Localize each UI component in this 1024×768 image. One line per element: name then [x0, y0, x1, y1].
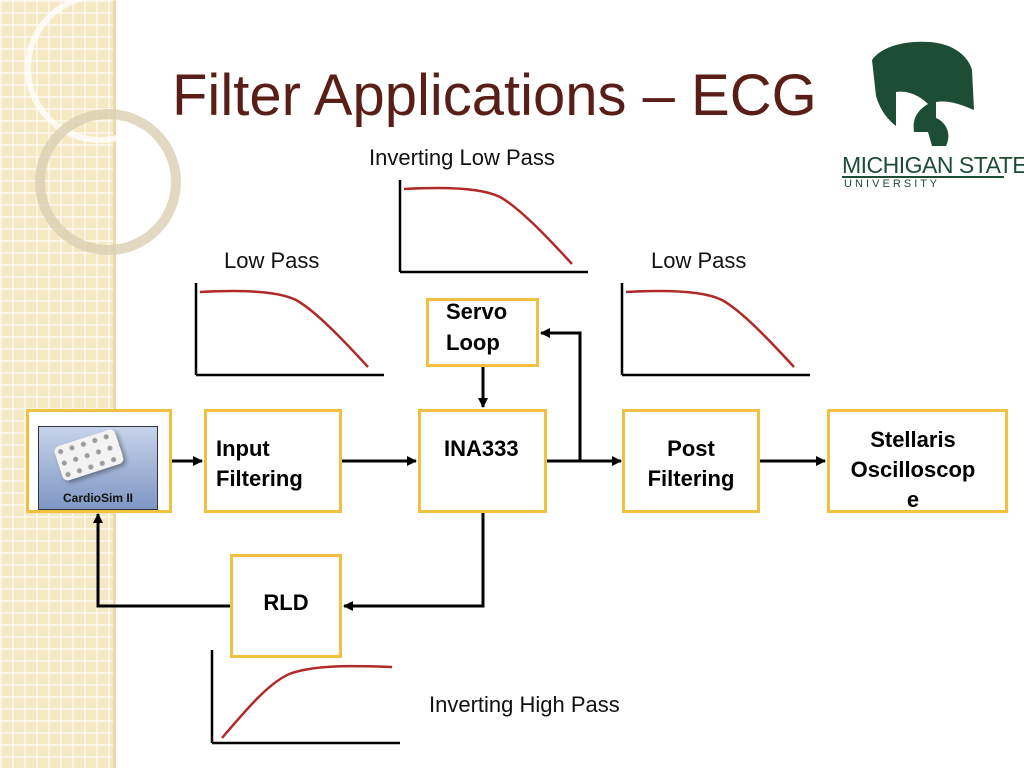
post-filtering-block	[622, 409, 760, 513]
input-filtering-label-line1: Input	[216, 436, 270, 461]
graph-inverting-high-pass	[210, 650, 400, 745]
post-filtering-label-line2: Filtering	[647, 466, 735, 491]
rld-label: RLD	[263, 590, 309, 615]
graph-inverting-low-pass	[398, 180, 588, 274]
ina333-label: INA333	[444, 436, 519, 461]
msu-divider	[842, 176, 1004, 178]
servo-loop-label-line2: Loop	[446, 330, 500, 355]
rld-block	[230, 554, 342, 658]
arrow-ina333-to-rld	[343, 512, 485, 611]
stellaris-label-line3: e	[906, 487, 920, 512]
servo-loop-label-line1: Servo	[446, 299, 508, 324]
msu-university: U N I V E R S I T Y	[844, 178, 937, 190]
label-inverting-high-pass: Inverting High Pass	[429, 692, 620, 717]
msu-spartan-logo	[872, 41, 974, 146]
arrow-output-to-servo	[540, 328, 582, 461]
label-low-pass-right: Low Pass	[651, 248, 747, 273]
arrow-rld-to-cardiosim	[93, 513, 230, 608]
cardiosim-block: CardioSim II	[26, 409, 172, 513]
input-filtering-block	[204, 409, 342, 513]
decor-ring-2	[35, 109, 181, 255]
cardiosim-device-image: CardioSim II	[38, 426, 158, 510]
msu-name: MICHIGAN STATE	[842, 152, 1024, 178]
decor-ring-1	[25, 0, 175, 143]
stripe-edge	[113, 0, 116, 768]
stellaris-label-line2: Oscilloscop	[850, 457, 976, 482]
graph-low-pass-left	[194, 283, 384, 377]
post-filtering-label-line1: Post	[667, 436, 715, 461]
input-filtering-label-line2: Filtering	[216, 466, 303, 491]
stellaris-block	[827, 409, 1008, 513]
graph-low-pass-right	[620, 283, 810, 377]
label-inverting-low-pass: Inverting Low Pass	[369, 145, 555, 170]
label-low-pass-left: Low Pass	[224, 248, 320, 273]
cardiosim-device-body	[53, 427, 125, 483]
stellaris-label-line1: Stellaris	[870, 427, 956, 452]
servo-loop-block	[426, 298, 539, 367]
cardiosim-label: CardioSim II	[62, 491, 133, 505]
slide-title: Filter Applications – ECG	[172, 63, 817, 128]
ina333-block	[418, 409, 547, 513]
